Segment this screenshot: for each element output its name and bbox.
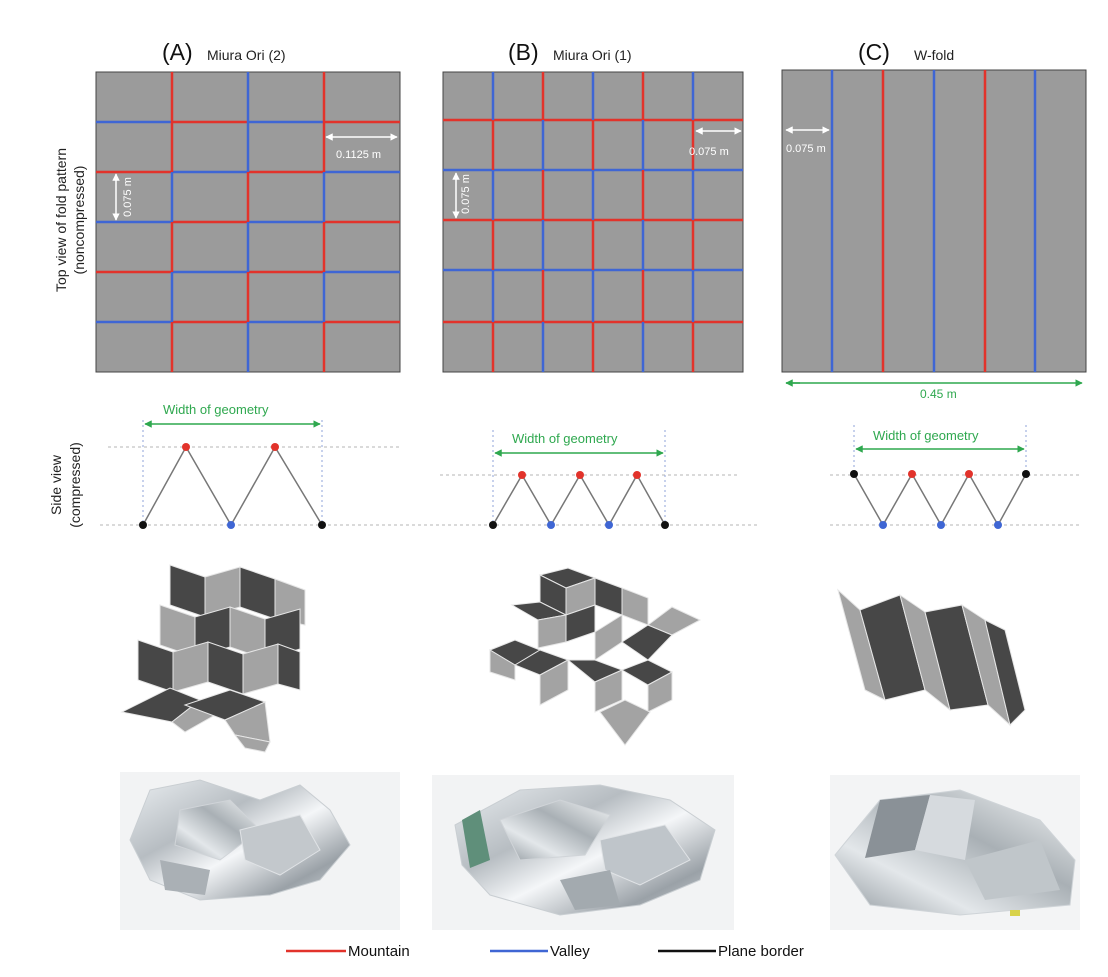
legend-label-valley: Valley <box>550 943 590 960</box>
panel-c-letter: (C) <box>858 39 890 65</box>
legend-item-valley: Valley <box>490 943 590 960</box>
render-3d-a <box>120 564 306 753</box>
side-view-c-border-node <box>1022 470 1030 478</box>
side-view-b-border-node <box>661 521 669 529</box>
side-view-c: Width of geometry <box>830 425 1080 529</box>
panel-a-name: Miura Ori (2) <box>207 47 286 63</box>
panel-c-fold-pattern: 0.075 m <box>781 69 1087 373</box>
photo-a <box>120 772 400 930</box>
side-view-c-valley-node <box>994 521 1002 529</box>
side-view-a-border-node <box>139 521 147 529</box>
legend-item-plane-border: Plane border <box>658 943 804 960</box>
panel-a-title: (A) Miura Ori (2) <box>162 39 286 65</box>
row-label-side-view: Side view <box>48 454 64 515</box>
legend-label-mountain: Mountain <box>348 943 410 960</box>
side-view-a-valley-node <box>227 521 235 529</box>
panel-c-title: (C) W-fold <box>858 39 954 65</box>
side-view-a-border-node <box>318 521 326 529</box>
side-view-b-border-node <box>489 521 497 529</box>
side-view-a-mountain-node <box>182 443 190 451</box>
legend-item-mountain: Mountain <box>286 943 410 960</box>
side-view-b-width-label: Width of geometry <box>512 431 618 446</box>
side-view-c-mountain-node <box>908 470 916 478</box>
panel-b-fold-pattern: 0.075 m 0.075 m <box>442 71 744 373</box>
side-view-b-valley-node <box>605 521 613 529</box>
side-view-a-mountain-node <box>271 443 279 451</box>
side-view-b: Width of geometry <box>430 430 760 529</box>
legend-label-plane-border: Plane border <box>718 943 804 960</box>
legend: Mountain Valley Plane border <box>286 943 804 960</box>
side-view-b-valley-node <box>547 521 555 529</box>
side-view-b-mountain-node <box>633 471 641 479</box>
panel-a-letter: (A) <box>162 39 193 65</box>
side-view-c-valley-node <box>879 521 887 529</box>
side-view-c-valley-node <box>937 521 945 529</box>
side-view-b-mountain-node <box>576 471 584 479</box>
render-3d-b <box>488 567 702 746</box>
panel-c-total-width-label: 0.45 m <box>920 387 957 401</box>
side-view-c-width-label: Width of geometry <box>873 428 979 443</box>
panel-b-name: Miura Ori (1) <box>553 47 632 63</box>
side-view-b-mountain-node <box>518 471 526 479</box>
panel-b-letter: (B) <box>508 39 539 65</box>
photo-b <box>432 775 734 930</box>
render-3d-c <box>837 588 1026 727</box>
panel-b-width-label: 0.075 m <box>689 146 729 158</box>
panel-c-name: W-fold <box>914 47 954 63</box>
side-view-c-mountain-node <box>965 470 973 478</box>
side-view-a-width-label: Width of geometry <box>163 402 269 417</box>
side-view-c-border-node <box>850 470 858 478</box>
panel-a-width-label: 0.1125 m <box>336 149 381 161</box>
side-view-a: Width of geometry <box>100 402 430 529</box>
panel-b-title: (B) Miura Ori (1) <box>508 39 632 65</box>
row-label-side-view-sub: (compressed) <box>67 442 83 528</box>
row-label-top-view-sub: (noncompressed) <box>71 166 87 275</box>
photo-c <box>830 775 1080 930</box>
panel-b-height-label: 0.075 m <box>460 174 472 214</box>
panel-a-fold-pattern: 0.1125 m 0.075 m <box>95 71 401 373</box>
panel-c-width-label: 0.075 m <box>786 143 826 155</box>
row-label-top-view: Top view of fold pattern <box>53 148 69 292</box>
panel-a-height-label: 0.075 m <box>122 177 134 217</box>
